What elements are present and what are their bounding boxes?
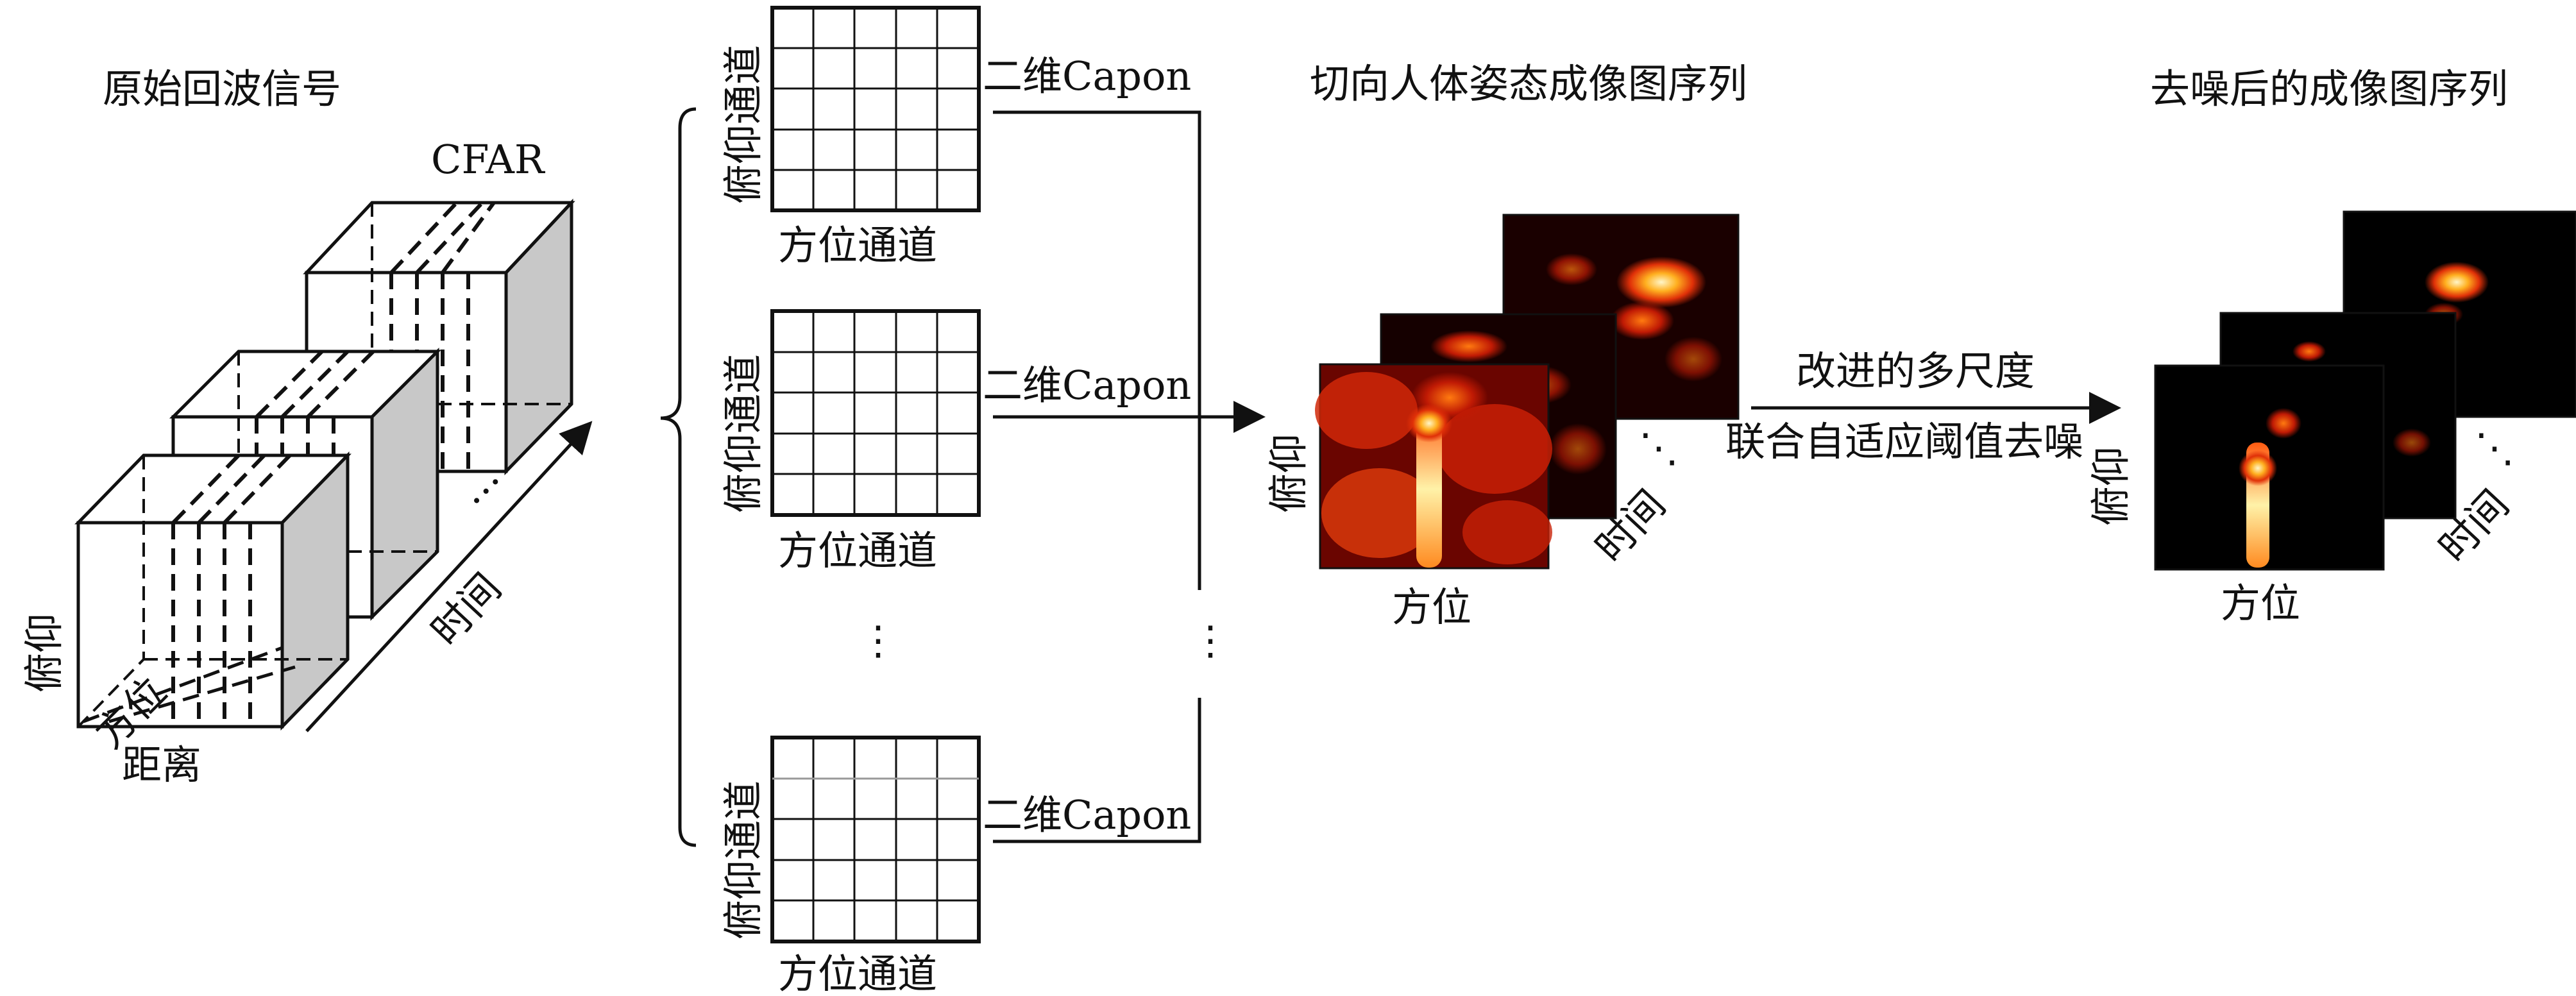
grid-1-elevation-label: 俯仰通道: [720, 45, 767, 204]
denoise-step-line2: 联合自适应阈值去噪: [1725, 418, 2083, 465]
capon-label-2: 二维Capon: [983, 362, 1191, 409]
denoised-ellipsis: ⋱: [2475, 425, 2514, 471]
grid-ellipsis: ⋮: [858, 617, 898, 664]
data-cube-front: [74, 451, 352, 731]
grid-2-elevation-label: 俯仰通道: [720, 354, 767, 513]
channel-grid-3: [770, 736, 981, 943]
imaging-elevation-label: 俯仰: [1265, 434, 1312, 513]
denoised-frame-front: [2154, 364, 2385, 571]
imaging-frame-front: [1315, 363, 1552, 570]
capon-label-3: 二维Capon: [983, 791, 1191, 838]
grid-3-elevation-label: 俯仰通道: [720, 781, 767, 940]
capon-connector-lines: [993, 110, 1201, 843]
grid-1-azimuth-label: 方位通道: [778, 222, 937, 269]
cube-elevation-label: 俯仰: [21, 613, 67, 693]
channel-grid-1: [770, 6, 981, 212]
imaging-ellipsis: ⋱: [1639, 425, 1679, 471]
time-axis-arrow: [305, 421, 593, 732]
denoised-azimuth-label: 方位: [2221, 580, 2300, 627]
cube-time-label: 时间: [422, 564, 511, 654]
channel-grid-2: [770, 309, 981, 517]
cube-range-label: 距离: [122, 741, 201, 788]
imaging-azimuth-label: 方位: [1392, 584, 1471, 630]
denoised-elevation-label: 俯仰: [2087, 446, 2134, 526]
imaging-section-title: 切向人体姿态成像图序列: [1310, 60, 1747, 107]
denoise-step-line1: 改进的多尺度: [1796, 348, 2035, 394]
grid-2-azimuth-label: 方位通道: [778, 527, 937, 574]
grouping-brace: [660, 107, 697, 847]
cfar-label: CFAR: [431, 136, 546, 183]
grid-3-azimuth-label: 方位通道: [778, 950, 937, 993]
cube-section-title: 原始回波信号: [103, 65, 341, 112]
capon-line-ellipsis: ⋮: [1191, 617, 1230, 664]
capon-label-1: 二维Capon: [983, 53, 1191, 99]
denoised-section-title: 去噪后的成像图序列: [2150, 65, 2508, 112]
